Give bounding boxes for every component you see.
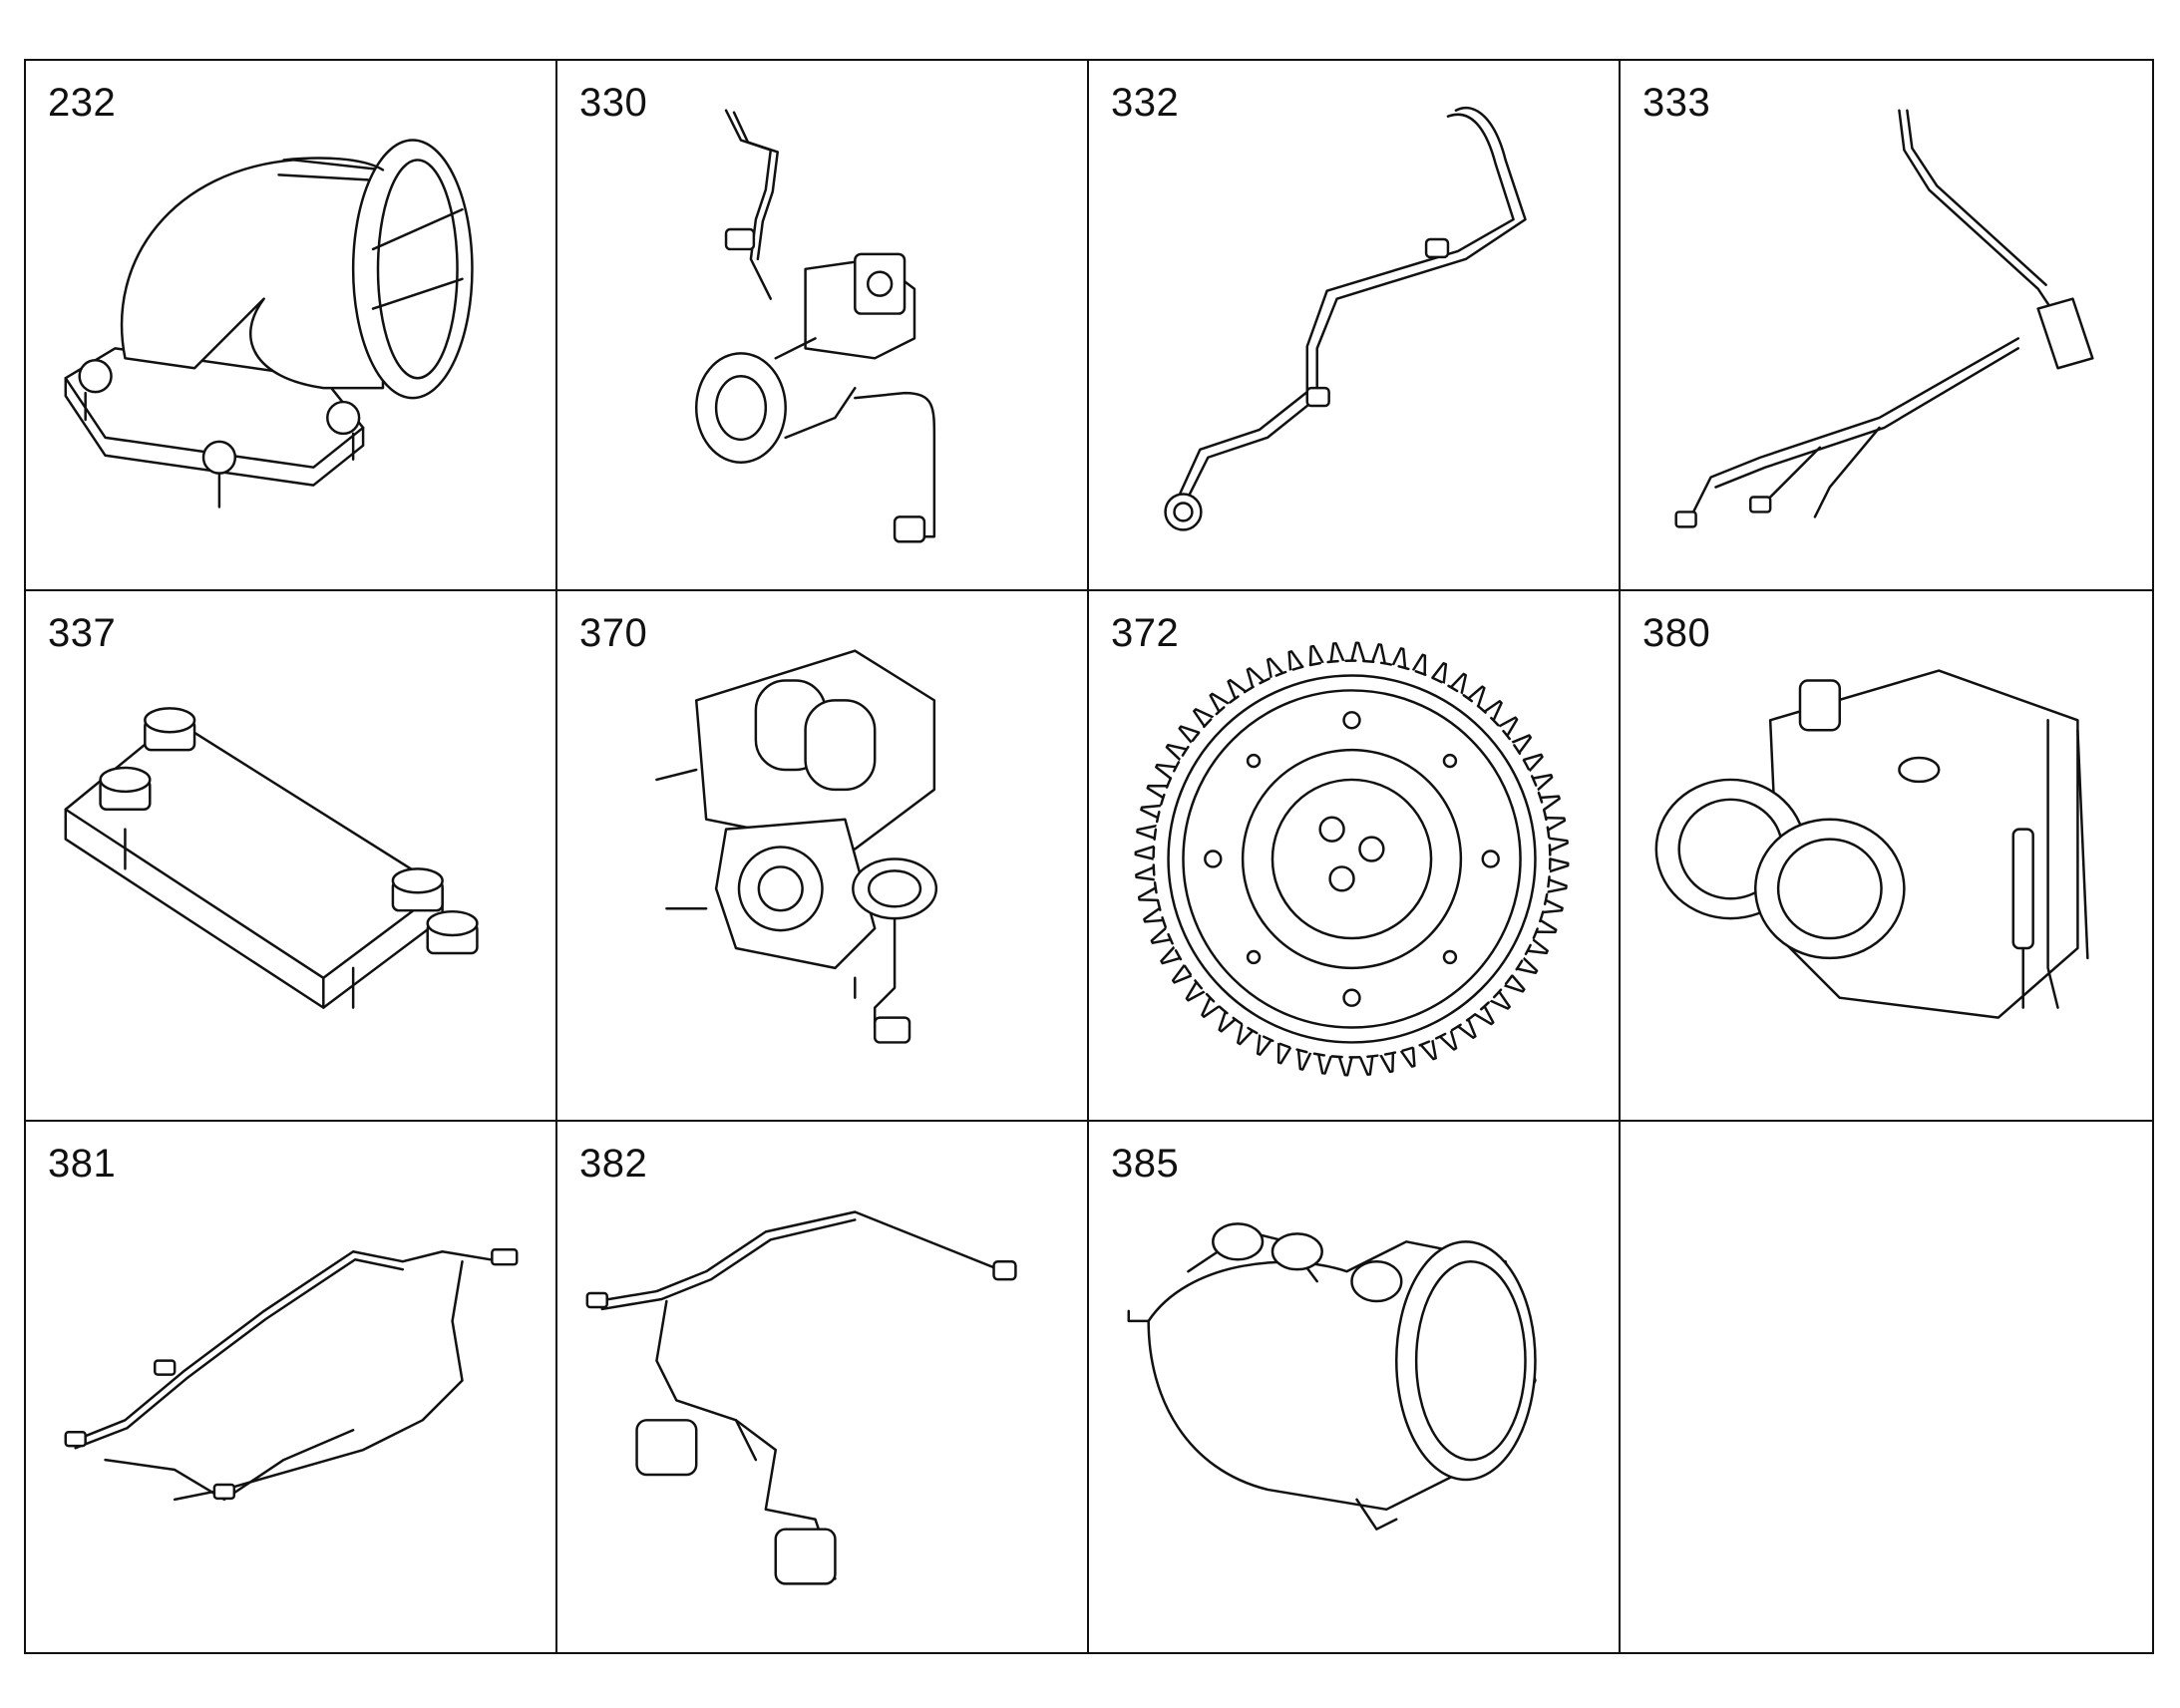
empty-cell — [1621, 1122, 2152, 1652]
gear-teeth — [1134, 641, 1570, 1077]
part-cell-385[interactable]: 385 — [1089, 1122, 1621, 1652]
part-number: 337 — [48, 611, 117, 655]
part-number: 333 — [1642, 81, 1711, 125]
part-cell-370[interactable]: 370 — [557, 591, 1089, 1122]
part-number: 381 — [48, 1142, 117, 1186]
bent-pipe-icon — [1164, 107, 1527, 531]
housing-icon — [1654, 669, 2089, 1019]
intake-elbow-icon — [1127, 1222, 1537, 1531]
part-cell-332[interactable]: 332 — [1089, 61, 1621, 591]
gear-wheel-icon — [1134, 641, 1570, 1077]
elbow-pipe-icon — [64, 139, 474, 509]
part-number: 382 — [579, 1142, 648, 1186]
part-cell-232[interactable]: 232 — [26, 61, 557, 591]
part-number: 385 — [1111, 1142, 1180, 1186]
part-number: 370 — [579, 611, 648, 655]
part-number: 330 — [579, 81, 648, 125]
part-number: 380 — [1642, 611, 1711, 655]
part-number: 332 — [1111, 81, 1180, 125]
cover-plate-icon — [64, 707, 479, 1009]
wiring-harness-icon — [64, 1248, 519, 1502]
part-cell-381[interactable]: 381 — [26, 1122, 557, 1652]
part-cell-337[interactable]: 337 — [26, 591, 557, 1122]
part-number: 372 — [1111, 611, 1180, 655]
part-cell-380[interactable]: 380 — [1621, 591, 2152, 1122]
parts-grid: 232 330 332 — [24, 59, 2154, 1654]
part-cell-330[interactable]: 330 — [557, 61, 1089, 591]
harness-with-sensors-icon — [585, 1210, 1017, 1585]
pump-with-line-icon — [694, 109, 936, 543]
part-cell-372[interactable]: 372 — [1089, 591, 1621, 1122]
part-cell-333[interactable]: 333 — [1621, 61, 2152, 591]
part-cell-382[interactable]: 382 — [557, 1122, 1089, 1652]
pump-unit-icon — [655, 649, 938, 1044]
part-number: 232 — [48, 81, 117, 125]
pipe-assembly-icon — [1674, 109, 2094, 528]
